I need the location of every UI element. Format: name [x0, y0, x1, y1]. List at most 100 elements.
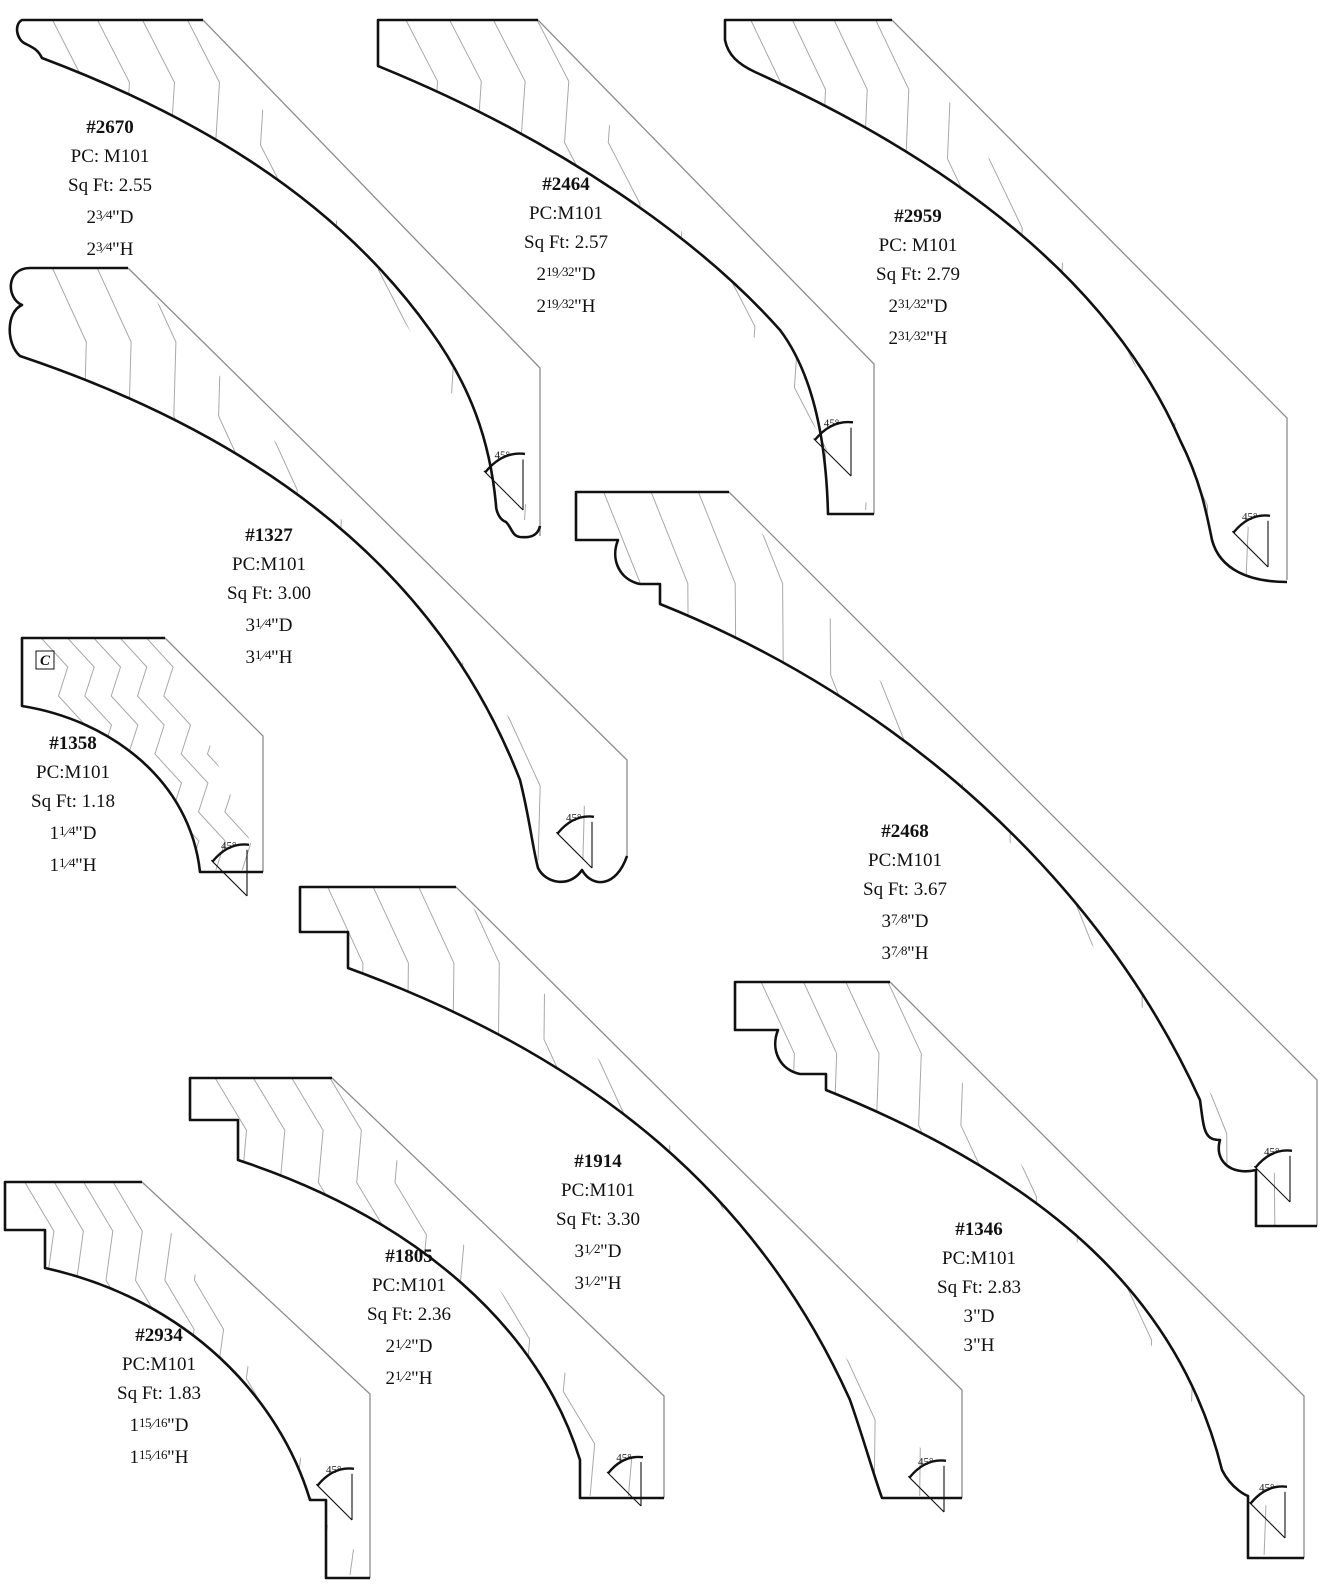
grain-line — [1172, 492, 1322, 1225]
profile-sqft-text: Sq Ft: 1.18 — [31, 791, 115, 812]
angle-diagonal — [607, 1472, 641, 1506]
profile-depth-fraction: 19⁄32 — [546, 264, 574, 279]
angle-diagonal — [316, 1484, 352, 1520]
profile-height-whole: 3 — [964, 1335, 974, 1356]
profile-depth-whole: 3 — [574, 1241, 584, 1262]
profile-depth-fraction: 1⁄4 — [255, 615, 271, 630]
grain-line — [935, 492, 1085, 1225]
profile-height: 31⁄2"H — [556, 1266, 640, 1298]
profile-depth-numerator: 31 — [898, 296, 910, 311]
profile-depth-whole: 3 — [964, 1306, 974, 1327]
angle-label: 45° — [1242, 511, 1257, 523]
profile-height-whole: 1 — [49, 855, 59, 876]
profile-height-denominator: 16 — [155, 1447, 167, 1462]
profile-height-unit: "H — [271, 647, 292, 668]
profile-pc: PC:M101 — [367, 1271, 451, 1300]
profile-height-fraction: 19⁄32 — [546, 296, 574, 311]
molding-profile: 45° — [725, 20, 1332, 582]
profile-depth: 115⁄16"D — [117, 1408, 201, 1440]
profile-number: #2959 — [876, 202, 960, 231]
profile-height-whole: 3 — [881, 943, 891, 964]
grain-line — [147, 638, 226, 870]
profile-depth-fraction: 1⁄4 — [59, 823, 75, 838]
grain-line — [761, 982, 886, 1555]
profile-height: 23⁄4"H — [68, 232, 152, 264]
profile-height-unit: "H — [907, 943, 928, 964]
grain-line — [202, 1182, 298, 1575]
profile-height-unit: "H — [75, 855, 96, 876]
profile-number-text: #1358 — [49, 733, 97, 754]
grain-line — [1042, 20, 1166, 575]
grain-line — [455, 268, 585, 860]
profile-number-text: #2464 — [542, 174, 590, 195]
profile-depth-denominator: 32 — [562, 264, 574, 279]
profile-height-whole: 2 — [536, 296, 546, 317]
profile-height-unit: "H — [411, 1368, 432, 1389]
wood-grain — [52, 268, 674, 860]
grain-line — [983, 492, 1133, 1225]
profile-height-fraction: 31⁄32 — [898, 328, 926, 343]
profile-height-whole: 1 — [129, 1447, 139, 1468]
profile-height-whole: 3 — [245, 647, 255, 668]
profile-depth: 231⁄32"D — [876, 289, 960, 321]
profile-height-unit: "H — [600, 1273, 621, 1294]
grain-line — [253, 1078, 365, 1496]
profile-sqft-text: Sq Ft: 2.55 — [68, 175, 152, 196]
profile-height-unit: "H — [112, 239, 133, 260]
grain-line — [737, 887, 875, 1496]
copyright-mark: C — [40, 653, 51, 669]
profile-depth-fraction: 1⁄2 — [584, 1241, 600, 1256]
profile-height: 219⁄32"H — [524, 289, 608, 321]
profile-depth-unit: "D — [75, 823, 96, 844]
grain-line — [25, 1182, 121, 1575]
molding-profile: 45° — [378, 20, 914, 514]
profile-height-whole: 2 — [888, 328, 898, 349]
grain-line — [1167, 20, 1291, 575]
grain-line — [406, 20, 520, 510]
profile-height-fraction: 3⁄4 — [96, 239, 112, 254]
angle-marker: 45° — [316, 1464, 354, 1520]
angle-marker: 45° — [908, 1456, 946, 1512]
profile-height-whole: 2 — [385, 1368, 395, 1389]
profile-number: #1346 — [937, 1215, 1021, 1244]
grain-line — [188, 20, 304, 520]
profile-sqft-text: Sq Ft: 3.67 — [863, 879, 947, 900]
profile-number: #1805 — [367, 1242, 451, 1271]
profile-sqft-text: Sq Ft: 1.83 — [117, 1383, 201, 1404]
grain-line — [500, 268, 630, 860]
profile-pc-text: PC:M101 — [942, 1248, 1016, 1269]
grain-line — [698, 492, 848, 1225]
angle-label: 45° — [221, 840, 236, 852]
grain-line — [1125, 492, 1275, 1225]
angle-diagonal — [1254, 1166, 1290, 1202]
profile-depth: 31⁄2"D — [556, 1234, 640, 1266]
grain-line — [173, 638, 252, 870]
molding-profile: 45° — [5, 1182, 416, 1578]
angle-label: 45° — [616, 1452, 631, 1464]
profile-height-numerator: 31 — [898, 328, 910, 343]
profile-pc: PC:M101 — [937, 1244, 1021, 1273]
grain-line — [98, 20, 214, 520]
grain-line — [545, 268, 675, 860]
grain-line — [1015, 982, 1140, 1555]
grain-line — [231, 1182, 327, 1575]
profile-sqft-text: Sq Ft: 2.36 — [367, 1304, 451, 1325]
profile-sqft: Sq Ft: 1.83 — [117, 1379, 201, 1408]
profile-depth-whole: 2 — [536, 264, 546, 285]
angle-diagonal — [908, 1476, 944, 1512]
grain-line — [368, 20, 484, 520]
profile-number: #2934 — [117, 1321, 201, 1350]
profile-sqft: Sq Ft: 3.67 — [863, 875, 947, 904]
molding-profile: 45° — [17, 20, 573, 537]
profile-depth-unit: "D — [926, 296, 947, 317]
wood-grain — [604, 492, 1336, 1225]
grain-line — [751, 20, 875, 575]
profile-depth-whole: 2 — [888, 296, 898, 317]
profile-depth-fraction: 31⁄32 — [898, 296, 926, 311]
profile-pc-text: PC:M101 — [372, 1275, 446, 1296]
profile-depth: 37⁄8"D — [863, 904, 947, 936]
wood-grain — [751, 20, 1333, 575]
